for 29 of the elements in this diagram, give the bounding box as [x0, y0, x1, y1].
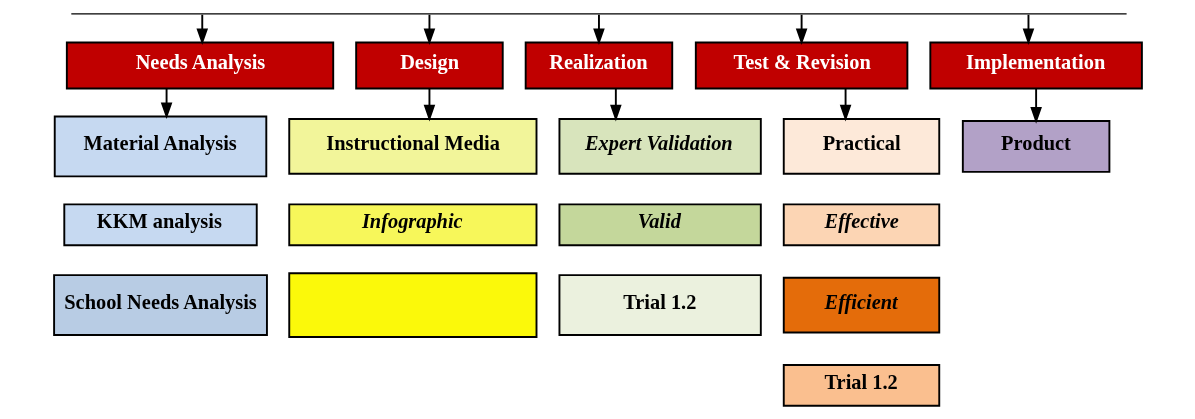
arrow — [423, 87, 435, 122]
node-box: Expert Validation — [558, 118, 762, 175]
node-box: Test & Revision — [694, 41, 908, 90]
node-box: Material Analysis — [53, 115, 267, 178]
arrow — [1029, 87, 1042, 124]
node-box: Efficient — [782, 276, 940, 334]
arrow — [160, 87, 172, 119]
node-box: Realization — [524, 41, 673, 90]
node-box — [287, 272, 537, 338]
node-box: School Needs Analysis — [52, 274, 268, 336]
arrow — [423, 13, 435, 45]
arrow — [609, 87, 622, 122]
node-box: KKM analysis — [62, 203, 258, 247]
node-box: Needs Analysis — [65, 41, 334, 90]
node-box: Product — [961, 119, 1110, 173]
node-box: Infographic — [287, 203, 537, 247]
node-box: Implementation — [928, 41, 1143, 90]
arrow — [195, 13, 208, 46]
node-box: Effective — [782, 203, 940, 247]
node-box: Practical — [782, 118, 940, 175]
node-box: Valid — [558, 203, 762, 247]
node-box: Design — [354, 41, 504, 90]
node-box: Trial 1.2 — [782, 364, 940, 407]
node-box: Trial 1.2 — [558, 274, 762, 336]
arrow — [839, 87, 851, 122]
arrow — [795, 13, 807, 45]
node-box: Instructional Media — [287, 118, 537, 175]
node-bar — [70, 13, 1127, 15]
arrow — [592, 13, 605, 46]
